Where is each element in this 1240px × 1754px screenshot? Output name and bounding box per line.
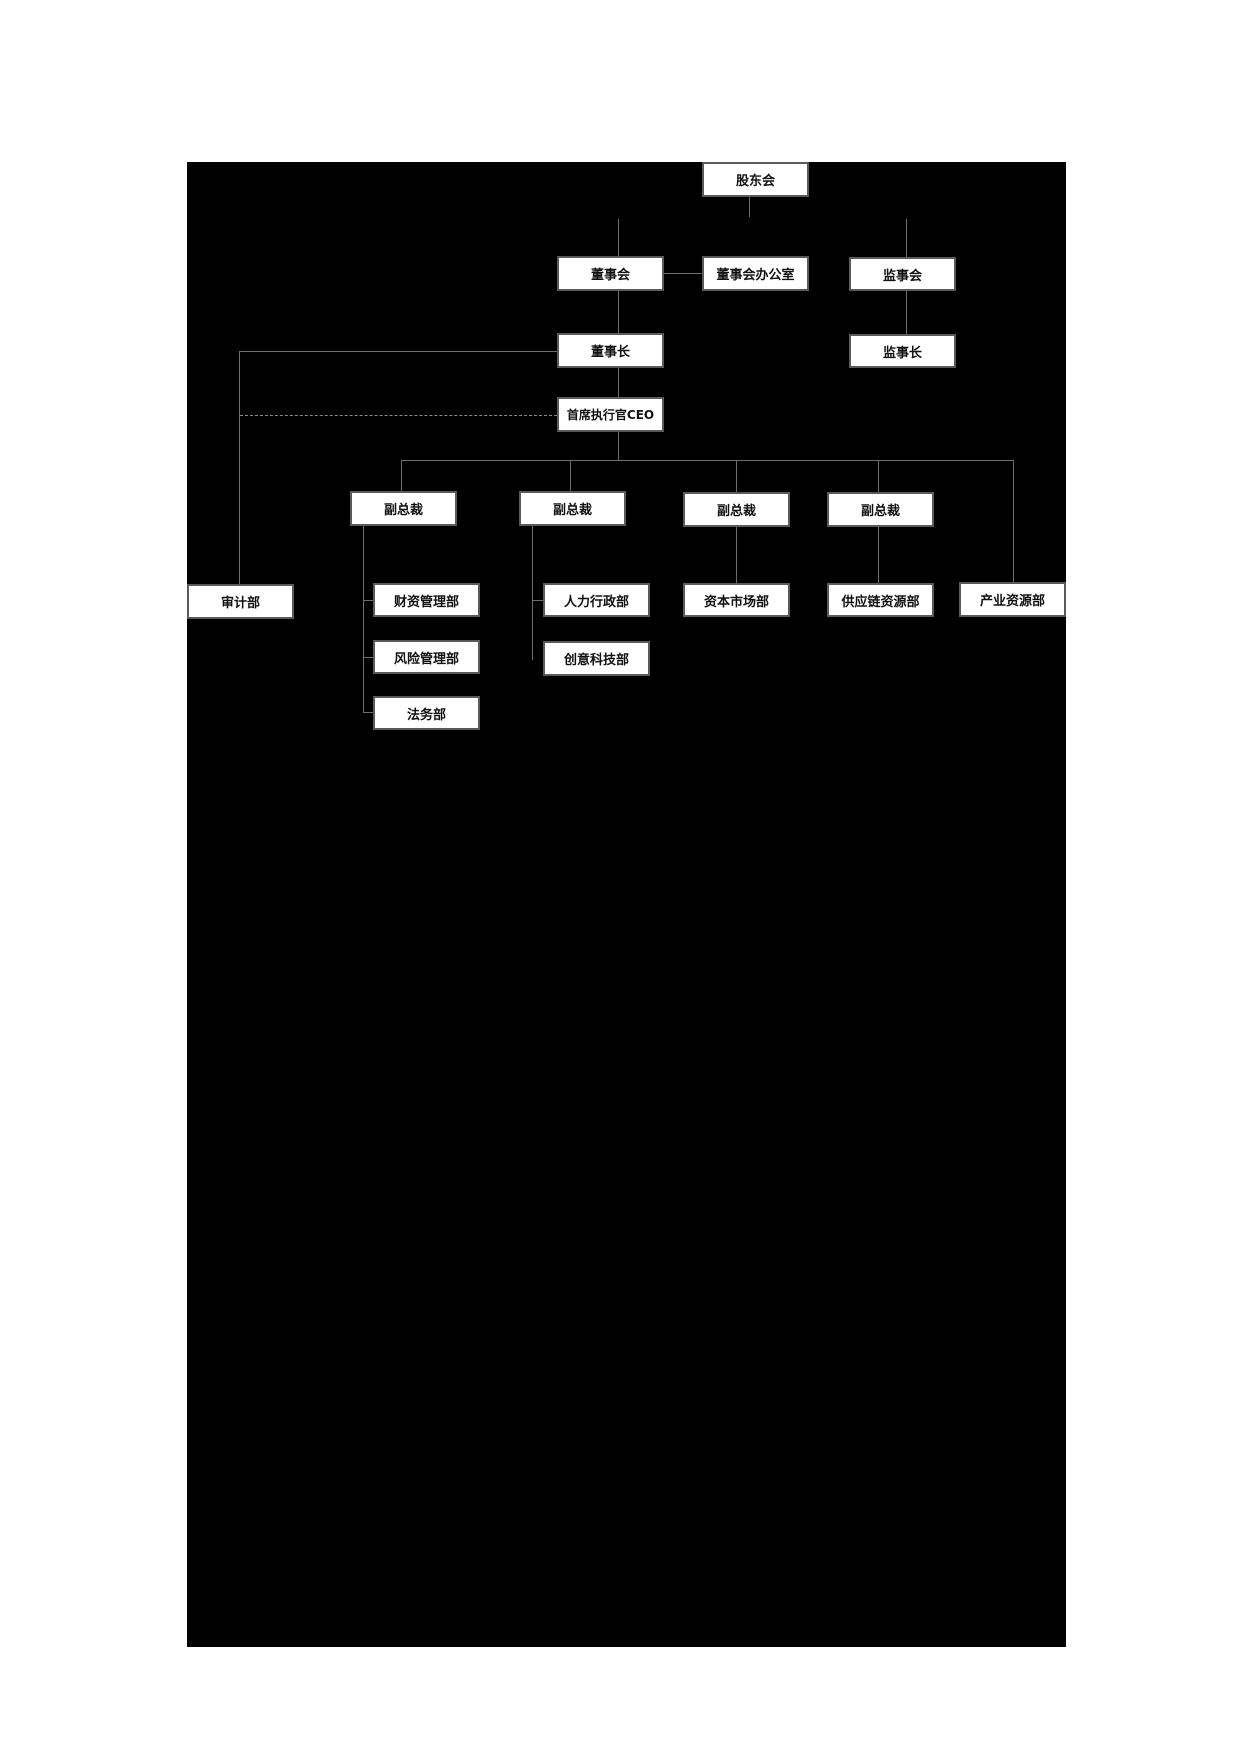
node-legal: 法务部 [373,696,480,730]
connector-vp1-legal [363,712,373,713]
connector-to-board [618,219,619,256]
connector-vp1-finance [363,600,373,601]
node-hr-admin: 人力行政部 [543,583,650,617]
connector-bus-industry [1013,460,1014,582]
node-risk: 风险管理部 [373,640,480,674]
connector-chairman-audit-v [239,351,240,584]
node-supply-chain: 供应链资源部 [827,583,934,617]
connector-ceo-bus [618,432,619,461]
connector-shareholders-down [749,197,750,217]
node-finance: 财资管理部 [373,583,480,617]
connector-vp1-trunk [363,526,364,713]
connector-bus-vp1 [401,460,402,491]
node-chief-supervisor: 监事长 [849,334,956,368]
connector-board-office [664,273,702,274]
connector-supervisory-chief [906,291,907,334]
connector-chairman-ceo [618,368,619,397]
connector-vp1-risk [363,657,373,658]
connector-vp2-trunk [532,526,533,660]
connector-bus-vp4 [878,460,879,492]
node-capital-markets: 资本市场部 [683,583,790,617]
node-audit: 审计部 [187,584,294,619]
node-shareholders: 股东会 [702,162,809,197]
node-board-office: 董事会办公室 [702,256,809,291]
org-chart-canvas [187,162,1066,1647]
connector-chairman-audit-h [239,351,557,352]
node-vp-2: 副总裁 [519,491,626,526]
node-vp-1: 副总裁 [350,491,457,526]
connector-vp3-capital [736,527,737,583]
connector-bus [401,460,1014,461]
connector-bus-vp3 [736,460,737,492]
connector-bus-vp2 [570,460,571,491]
node-supervisory-board: 监事会 [849,257,956,291]
node-industry-resources: 产业资源部 [959,582,1066,617]
connector-vp4-supply [878,527,879,583]
node-board: 董事会 [557,256,664,291]
connector-to-supervisory-board [906,219,907,257]
connector-ceo-audit-dashed [240,415,557,416]
node-vp-4: 副总裁 [827,492,934,527]
node-creative-tech: 创意科技部 [543,641,650,676]
connector-vp2-hr [532,600,543,601]
node-chairman: 董事长 [557,333,664,368]
connector-board-chairman [618,291,619,333]
node-ceo: 首席执行官CEO [557,397,664,432]
node-vp-3: 副总裁 [683,492,790,527]
